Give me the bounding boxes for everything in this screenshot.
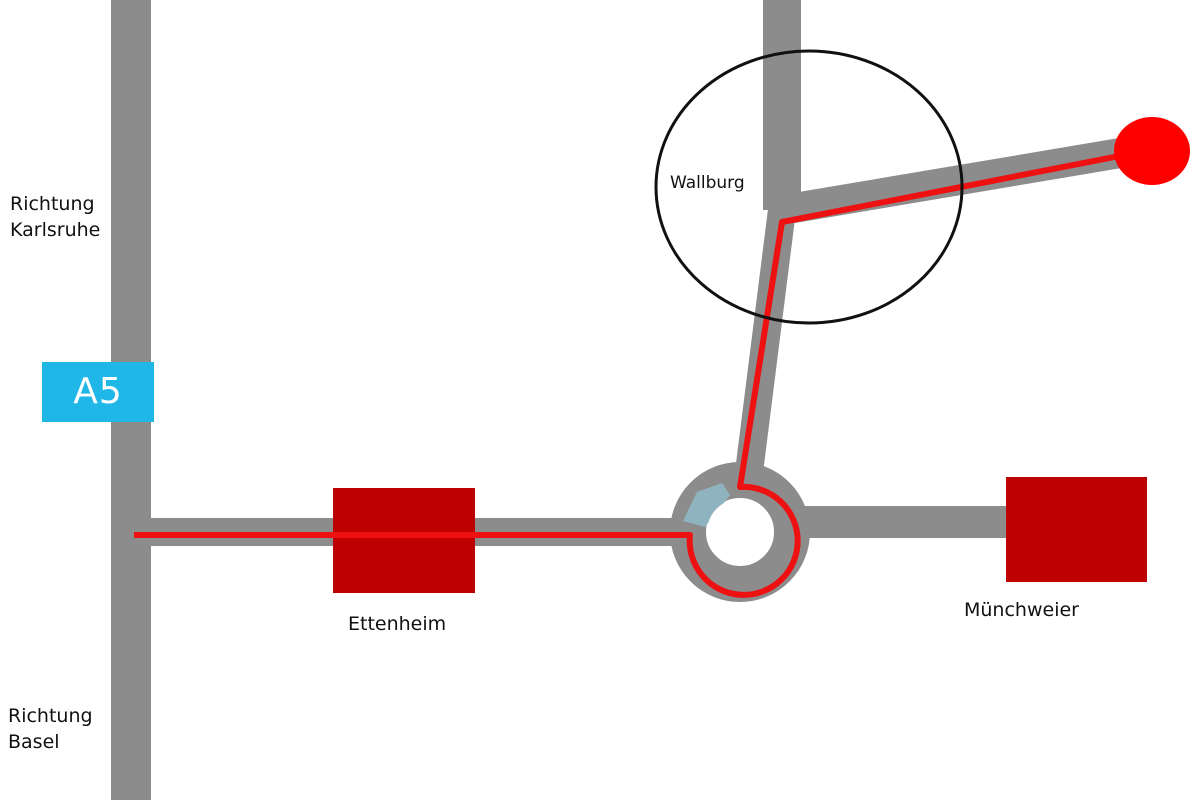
label-richtung-basel: Richtung Basel (8, 703, 93, 755)
label-line: Karlsruhe (10, 219, 101, 241)
roads (111, 0, 1153, 800)
a5-highway-sign: A5 (42, 362, 154, 422)
roundabout-island (707, 499, 773, 565)
label-line: Basel (8, 731, 60, 753)
label-wallburg: Wallburg (670, 173, 745, 193)
roundabout-accent (683, 483, 730, 527)
town-ettenheim-block (333, 488, 475, 593)
label-richtung-karlsruhe: Richtung Karlsruhe (10, 191, 100, 243)
label-line: Richtung (10, 193, 95, 215)
label-line: Richtung (8, 705, 93, 727)
town-muenchweier-block (1006, 477, 1147, 582)
wallburg-circle (654, 49, 964, 325)
destination-marker (1114, 117, 1190, 185)
label-ettenheim: Ettenheim (348, 613, 447, 635)
route-line (134, 147, 1151, 598)
road-east (779, 133, 1153, 225)
label-muenchweier: Münchweier (964, 599, 1079, 621)
